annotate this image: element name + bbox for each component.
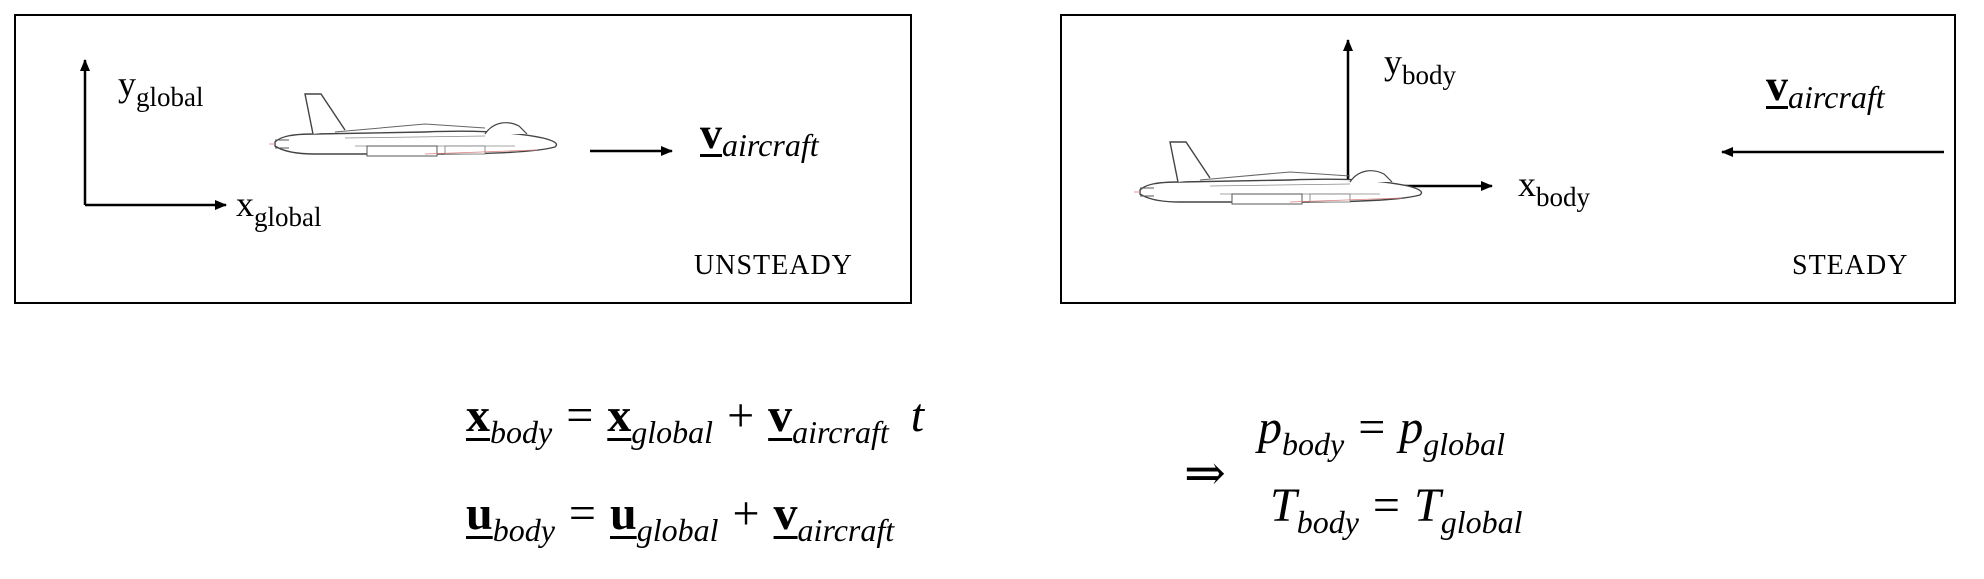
unsteady-label: UNSTEADY bbox=[694, 250, 853, 281]
unsteady-panel bbox=[14, 14, 912, 304]
equation-velocity: ubody=uglobal+vaircraft bbox=[466, 487, 895, 548]
global-axes bbox=[80, 59, 227, 210]
y-body-label: ybody bbox=[1384, 42, 1456, 90]
velocity-aircraft-label: vaircraft bbox=[700, 109, 819, 163]
y-global-label: yglobal bbox=[118, 64, 204, 112]
aircraft-icon bbox=[268, 93, 558, 157]
equation-temperature: Tbody=Tglobal bbox=[1270, 479, 1523, 540]
implies-icon: ⇒ bbox=[1184, 445, 1226, 501]
x-body-label: xbody bbox=[1518, 164, 1590, 212]
steady-panel bbox=[1060, 14, 1956, 304]
x-global-label: xglobal bbox=[236, 184, 322, 232]
steady-label: STEADY bbox=[1792, 250, 1909, 281]
aircraft-icon bbox=[1133, 141, 1423, 205]
equation-pressure: pbody=pglobal bbox=[1258, 401, 1506, 462]
velocity-aircraft-label: vaircraft bbox=[1766, 61, 1885, 115]
